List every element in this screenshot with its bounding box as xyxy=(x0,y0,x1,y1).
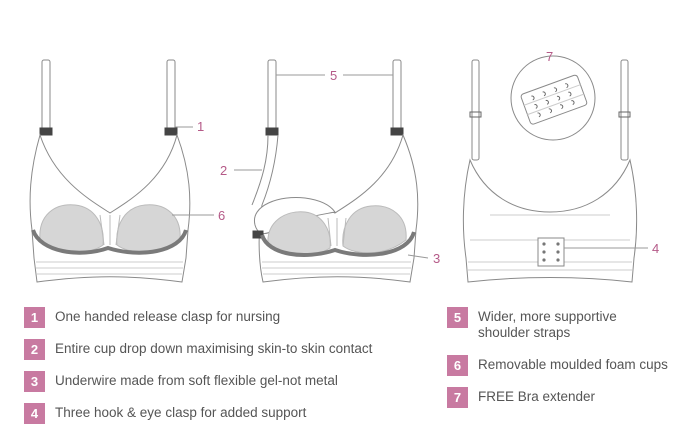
legend-item-6: 6 Removable moulded foam cups xyxy=(447,355,668,376)
legend-text: One handed release clasp for nursing xyxy=(55,309,281,324)
callout-2: 2 xyxy=(220,163,227,178)
nursing-clasp-right xyxy=(164,127,178,136)
legend-item-4: 4 Three hook & eye clasp for added suppo… xyxy=(24,403,306,424)
legend-badge: 2 xyxy=(24,339,45,360)
bra-back-view xyxy=(462,59,638,283)
callout-5: 5 xyxy=(330,68,337,83)
legend-item-1: 1 One handed release clasp for nursing xyxy=(24,307,280,328)
legend-item-2: 2 Entire cup drop down maximising skin-t… xyxy=(24,339,372,360)
legend-item-7: 7 FREE Bra extender xyxy=(447,387,595,408)
legend-text: FREE Bra extender xyxy=(478,389,596,404)
dropped-cup-clasp xyxy=(252,230,264,239)
nursing-clasp-left xyxy=(39,127,53,136)
legend-badge: 7 xyxy=(447,387,468,408)
hook-eye-clasp xyxy=(537,237,565,267)
underwire xyxy=(31,229,188,255)
legend-badge: 5 xyxy=(447,307,468,328)
wide-strap-left xyxy=(267,59,277,131)
legend-text: Underwire made from soft flexible gel-no… xyxy=(55,373,338,388)
gel-underwire xyxy=(260,231,416,257)
legend-badge: 6 xyxy=(447,355,468,376)
bra-front-view xyxy=(29,59,191,283)
callout-3: 3 xyxy=(433,251,440,266)
legend-text: Entire cup drop down maximising skin-to … xyxy=(55,341,373,356)
wide-strap-right xyxy=(392,59,402,131)
bra-cup-drop-view xyxy=(251,59,419,283)
bra-features-diagram: 1 6 5 2 3 xyxy=(29,49,659,283)
callout-4: 4 xyxy=(652,241,659,256)
legend-badge: 3 xyxy=(24,371,45,392)
right-strap xyxy=(166,59,176,131)
callout-1: 1 xyxy=(197,119,204,134)
callout-6: 6 xyxy=(218,208,225,223)
legend-text: Three hook & eye clasp for added support xyxy=(55,405,307,420)
legend-item-3: 3 Underwire made from soft flexible gel-… xyxy=(24,371,338,392)
legend-text: Removable moulded foam cups xyxy=(478,357,668,372)
callout-7: 7 xyxy=(546,49,553,64)
legend-badge: 4 xyxy=(24,403,45,424)
legend-badge: 1 xyxy=(24,307,45,328)
left-strap xyxy=(41,59,51,131)
bra-extender-inset xyxy=(510,55,596,141)
